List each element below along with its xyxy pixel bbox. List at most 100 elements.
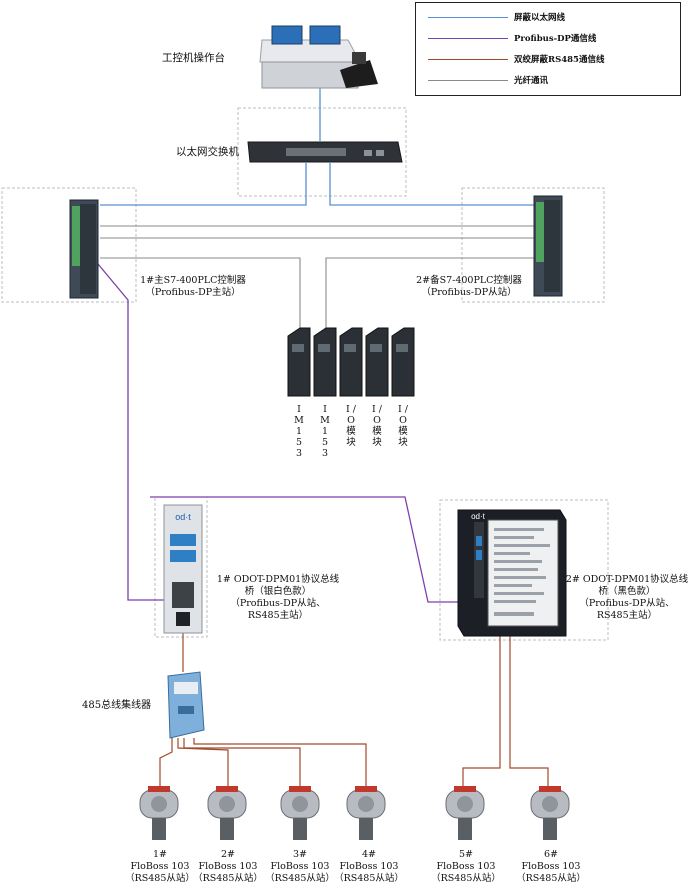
meter-3-label: 3# FloBoss 103 （RS485从站）: [260, 849, 340, 885]
legend-label: Profibus-DP通信线: [514, 34, 597, 44]
meter-1-label-line1: 1#: [152, 849, 167, 860]
console-label: 工控机操作台: [162, 52, 225, 64]
meter-3-label-line2: FloBoss 103: [270, 861, 330, 872]
legend-item-fiber: 光纤通讯: [424, 74, 674, 88]
fiber-link-plc2-io: [325, 257, 540, 330]
meter-5-label-line1: 5#: [458, 849, 473, 860]
meter-2-label-line1: 2#: [220, 849, 235, 860]
profibus-lines: [97, 263, 478, 603]
meter-4-label-line2: FloBoss 103: [339, 861, 399, 872]
bridge1-label-line2: 桥（银白色款）: [244, 586, 312, 597]
plc-backup-icon: [533, 195, 563, 297]
hub-label: 485总线集线器: [82, 700, 152, 711]
ethernet-link-switch-plc1: [100, 163, 307, 206]
legend-item-ethernet: 屏蔽以太网线: [424, 11, 674, 25]
bridge1-label: 1# ODOT-DPM01协议总线 桥（银白色款） （Profibus-DP从站…: [208, 574, 348, 622]
meter-2-label-line3: （RS485从站）: [193, 873, 263, 884]
io-module-5-icon: [391, 327, 415, 397]
line-purple-icon: [428, 38, 508, 39]
io-modules-icons: [287, 327, 415, 397]
io-module-5-label: I / O 模 块: [398, 404, 408, 448]
io-module-1-icon: [287, 327, 311, 397]
meter-4-icon: [346, 786, 386, 840]
meter-3-icon: [280, 786, 320, 840]
io-module-2-label: I M 1 5 3: [320, 404, 330, 459]
bridge1-label-line3: （Profibus-DP从站、: [230, 598, 326, 609]
meter-1-label-line2: FloBoss 103: [130, 861, 190, 872]
rs485-link-bridge2-meter6: [509, 636, 549, 790]
plc-backup-label-line1: 2#备S7-400PLC控制器: [416, 275, 522, 286]
bridge2-label-line4: RS485主站）: [596, 610, 658, 621]
line-brown-icon: [428, 59, 508, 60]
meter-4-label-line1: 4#: [361, 849, 376, 860]
bridge2-label-line2: 桥（黑色款）: [598, 586, 656, 597]
meter-2-label-line2: FloBoss 103: [198, 861, 258, 872]
legend-label: 双绞屏蔽RS485通信线: [514, 55, 605, 65]
plc-main-label-line1: 1#主S7-400PLC控制器: [140, 275, 246, 286]
line-blue-icon: [428, 17, 508, 18]
rs485-link-hub-meter3: [183, 738, 301, 790]
plc-backup-label-line2: （Profibus-DP从站）: [421, 287, 517, 298]
fiber-link-plc1-io: [100, 257, 301, 330]
meter-2-label: 2# FloBoss 103 （RS485从站）: [188, 849, 268, 885]
io-module-3-label: I / O 模 块: [346, 404, 356, 448]
ethernet-link-switch-plc2: [329, 163, 540, 206]
meter-6-icon: [530, 786, 570, 840]
meter-1-icon: [139, 786, 179, 840]
meter-3-label-line1: 3#: [292, 849, 307, 860]
legend-label: 屏蔽以太网线: [514, 13, 566, 23]
io-module-4-label: I / O 模 块: [372, 404, 382, 448]
plc-main-label-line2: （Profibus-DP主站）: [145, 287, 241, 298]
io-module-3-icon: [339, 327, 363, 397]
switch-label: 以太网交换机: [176, 146, 239, 158]
plc-main-label: 1#主S7-400PLC控制器 （Profibus-DP主站）: [128, 275, 258, 299]
bridge2-label-line1: 2# ODOT-DPM01协议总线: [565, 574, 689, 585]
rs485-hub-icon: [167, 671, 205, 739]
legend-item-profibus: Profibus-DP通信线: [424, 32, 674, 46]
rs485-link-hub-meter2: [177, 738, 229, 790]
plc-main-icon: [69, 199, 99, 299]
io-module-1-label: I M 1 5 3: [294, 404, 304, 459]
io-module-4-icon: [365, 327, 389, 397]
bridge1-label-line4: RS485主站）: [247, 610, 309, 621]
rs485-link-hub-meter4: [193, 738, 367, 790]
bridge2-brand: od·t: [471, 512, 486, 521]
meter-4-label-line3: （RS485从站）: [334, 873, 404, 884]
profibus-link-plc1-bridge1: [97, 263, 170, 601]
meter-5-label-line3: （RS485从站）: [431, 873, 501, 884]
meter-5-label-line2: FloBoss 103: [436, 861, 496, 872]
bridge2-label: 2# ODOT-DPM01协议总线 桥（黑色款） （Profibus-DP从站、…: [560, 574, 694, 622]
line-gray-icon: [428, 80, 508, 81]
legend: 屏蔽以太网线 Profibus-DP通信线 双绞屏蔽RS485通信线 光纤通讯: [415, 2, 681, 96]
plc-backup-label: 2#备S7-400PLC控制器 （Profibus-DP从站）: [404, 275, 534, 299]
fiber-lines: [100, 225, 540, 330]
meter-2-icon: [207, 786, 247, 840]
meter-1-label-line3: （RS485从站）: [125, 873, 195, 884]
ethernet-switch-icon: [247, 141, 403, 163]
meter-1-label: 1# FloBoss 103 （RS485从站）: [120, 849, 200, 885]
protocol-bridge-silver-icon: od·t: [163, 504, 203, 634]
meter-3-label-line3: （RS485从站）: [265, 873, 335, 884]
meter-6-label-line3: （RS485从站）: [516, 873, 586, 884]
legend-item-rs485: 双绞屏蔽RS485通信线: [424, 53, 674, 67]
rs485-link-hub-meter1: [159, 738, 173, 790]
protocol-bridge-black-icon: od·t: [457, 509, 567, 637]
meter-6-label-line2: FloBoss 103: [521, 861, 581, 872]
dashed-frames: [1, 107, 609, 641]
flow-meters-icons: [139, 786, 570, 840]
rs485-lines: [159, 632, 549, 790]
bridge2-label-line3: （Profibus-DP从站、: [579, 598, 675, 609]
meter-5-label: 5# FloBoss 103 （RS485从站）: [426, 849, 506, 885]
profibus-link-bridge1-bridge2: [150, 496, 478, 603]
rs485-link-bridge2-meter5: [462, 636, 501, 790]
legend-label: 光纤通讯: [514, 76, 549, 86]
meter-4-label: 4# FloBoss 103 （RS485从站）: [329, 849, 409, 885]
bridge1-brand: od·t: [175, 512, 191, 522]
ethernet-lines: [100, 86, 540, 206]
io-module-2-icon: [313, 327, 337, 397]
operator-console-icon: [259, 25, 378, 89]
meter-6-label-line1: 6#: [543, 849, 558, 860]
meter-6-label: 6# FloBoss 103 （RS485从站）: [511, 849, 591, 885]
meter-5-icon: [445, 786, 485, 840]
